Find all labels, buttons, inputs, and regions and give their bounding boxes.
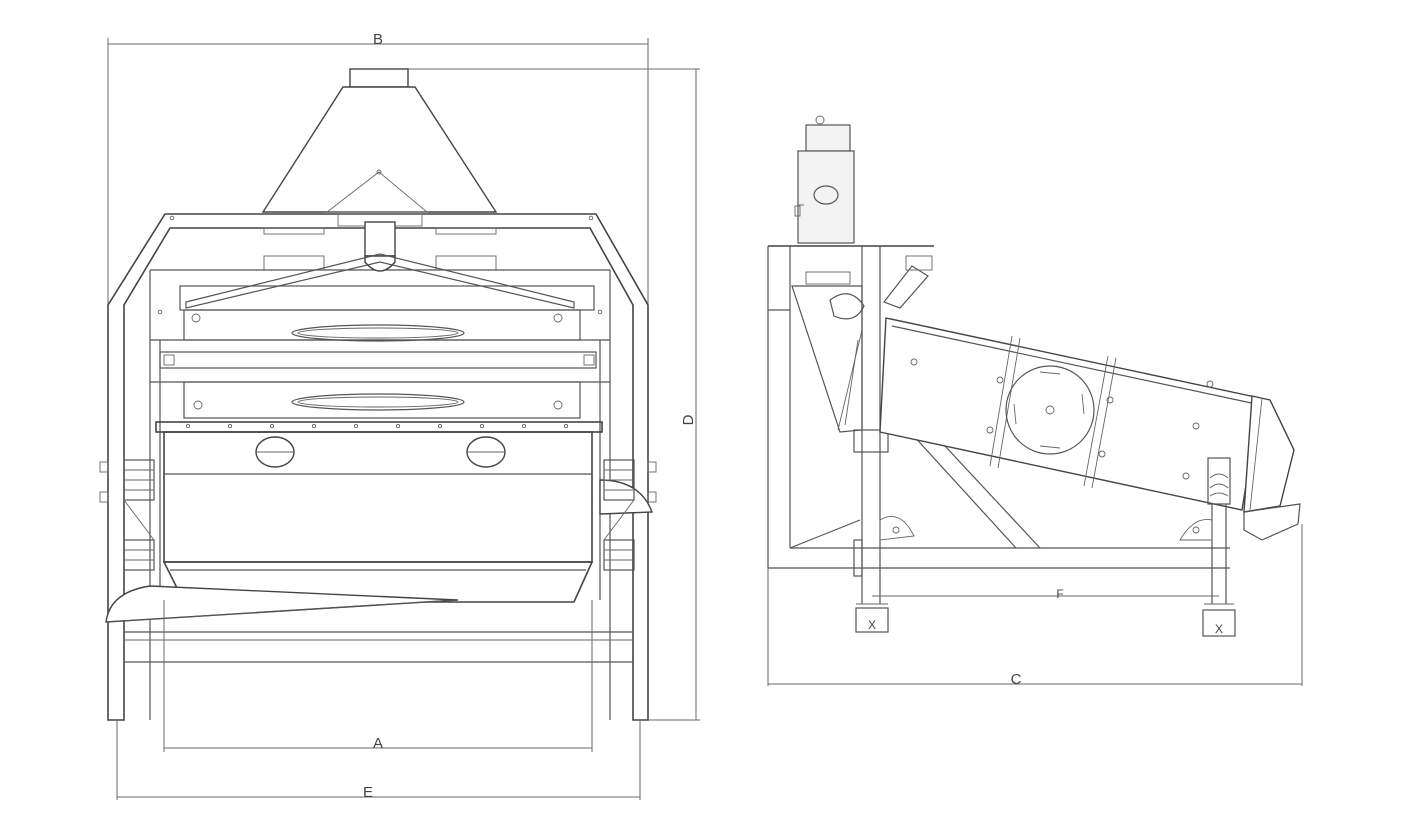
inlet-hood: [261, 68, 498, 213]
discharge-hopper: [105, 479, 653, 623]
dim-label-b: B: [373, 31, 383, 48]
front-view: B D: [99, 31, 700, 801]
dim-label-d: D: [680, 414, 697, 425]
foot-right: X: [1202, 609, 1236, 637]
dim-label-f: F: [1056, 587, 1063, 601]
dim-label-x-left: X: [868, 618, 876, 632]
sieve-box: [155, 421, 603, 563]
upper-screen-deck: [150, 285, 610, 342]
suspension-springs: [99, 459, 657, 571]
base-crossbars: [124, 631, 633, 663]
dimension-e: E: [116, 720, 641, 801]
middle-rail: [159, 351, 597, 369]
rivet-row: [185, 423, 569, 429]
dim-label-a: A: [373, 735, 383, 752]
dim-label-x-right: X: [1215, 622, 1223, 636]
dim-label-c: C: [1011, 671, 1022, 688]
motor-unit: [794, 115, 855, 244]
dimension-d: D: [408, 68, 700, 721]
side-view: C: [767, 115, 1303, 688]
dimension-a: A: [163, 600, 593, 752]
feed-distributor: [185, 221, 575, 309]
side-supports: [879, 457, 1234, 605]
dimension-f: F: [872, 587, 1219, 601]
inner-frame: [149, 269, 611, 720]
inclined-sieve-body: [879, 317, 1301, 541]
dim-label-e: E: [363, 784, 373, 801]
machine-frame: [107, 213, 649, 721]
lower-screen-deck: [150, 381, 610, 419]
foot-left: X: [855, 607, 889, 633]
